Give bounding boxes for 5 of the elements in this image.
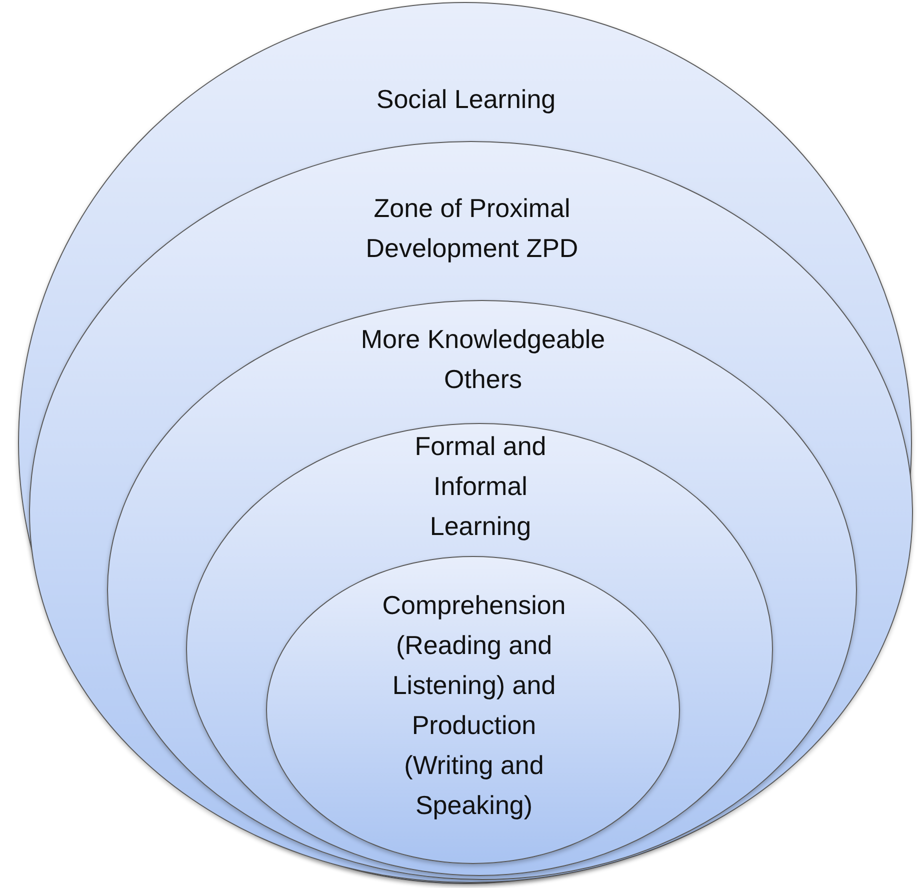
ellipse-label: Zone of Proximal Development ZPD xyxy=(364,192,580,265)
ellipse-label: Social Learning xyxy=(375,83,557,116)
ellipse-label: Formal and Informal Learning xyxy=(414,430,548,543)
ellipse-label: More Knowledgeable Others xyxy=(360,323,606,396)
ellipse-label: Comprehension (Reading and Listening) and Production (Writing and Speaking) xyxy=(381,589,567,822)
